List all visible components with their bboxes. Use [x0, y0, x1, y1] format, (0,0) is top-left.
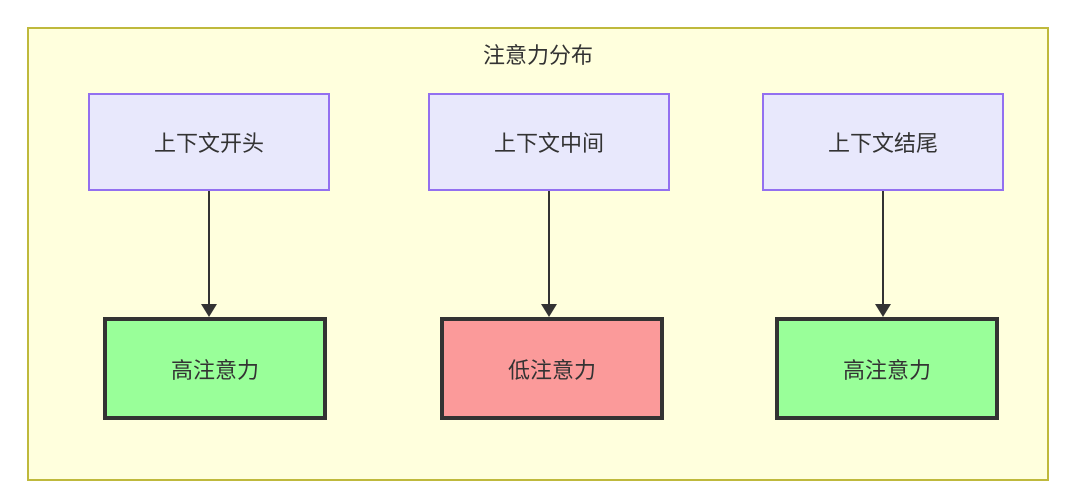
attention-result-box-2[interactable]: 低注意力: [440, 317, 664, 420]
connector-arrowhead-2: [541, 304, 557, 317]
connector-line-1: [208, 191, 210, 304]
attention-result-box-1[interactable]: 高注意力: [103, 317, 327, 420]
connector-arrowhead-3: [875, 304, 891, 317]
diagram-frame: 注意力分布 上下文开头 高注意力 上下文中间 低注意力 上下文结尾 高注意力: [27, 27, 1049, 481]
connector-line-3: [882, 191, 884, 304]
attention-result-box-3[interactable]: 高注意力: [775, 317, 999, 420]
connector-line-2: [548, 191, 550, 304]
diagram-title: 注意力分布: [482, 43, 593, 68]
context-start-box[interactable]: 上下文开头: [88, 93, 330, 191]
context-middle-box[interactable]: 上下文中间: [428, 93, 670, 191]
connector-arrowhead-1: [201, 304, 217, 317]
context-end-box[interactable]: 上下文结尾: [762, 93, 1004, 191]
